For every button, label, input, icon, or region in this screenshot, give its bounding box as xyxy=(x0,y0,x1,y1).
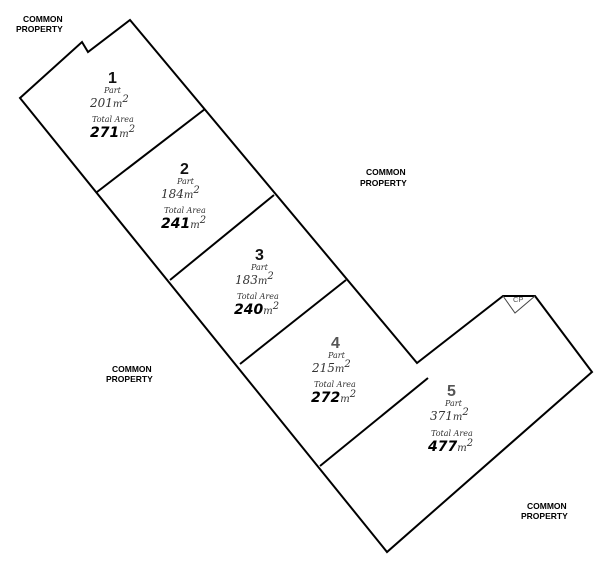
total-area-label: Total Area xyxy=(237,292,279,301)
lot-number: 4 xyxy=(331,335,340,352)
cp-box-label: CP xyxy=(513,295,523,304)
part-area: 184m2 xyxy=(161,185,200,201)
total-area: 241m2 xyxy=(161,215,206,232)
part-area: 371m2 xyxy=(430,407,469,423)
total-area: 271m2 xyxy=(90,124,135,141)
lot-5: 5 Part 371m2 Total Area 477m2 xyxy=(427,383,473,455)
lot-number: 5 xyxy=(447,383,456,400)
part-area: 215m2 xyxy=(311,359,351,375)
common-property-line1: COMMON xyxy=(23,14,63,24)
common-property-line1: COMMON xyxy=(366,167,406,177)
common-property-line1: COMMON xyxy=(527,501,567,511)
plan-boundary xyxy=(18,18,594,554)
lot-3: 3 Part 183m2 Total Area 240m2 xyxy=(234,247,279,318)
lot-2: 2 Part 184m2 Total Area 241m2 xyxy=(161,161,206,232)
divider-lot-2-3 xyxy=(169,194,275,281)
common-property-label-bottom-right: COMMON PROPERTY xyxy=(521,501,568,521)
total-area-label: Total Area xyxy=(164,206,206,215)
part-label: Part xyxy=(444,399,463,408)
total-area-label: Total Area xyxy=(431,429,473,438)
lot-number: 3 xyxy=(255,247,264,264)
divider-lot-1-2 xyxy=(96,108,206,193)
total-area-label: Total Area xyxy=(314,380,356,389)
divider-lot-4-5 xyxy=(319,377,429,467)
divider-lot-3-4 xyxy=(239,279,347,365)
cp-box xyxy=(502,295,536,314)
part-area: 183m2 xyxy=(235,271,274,287)
total-area-label: Total Area xyxy=(92,115,134,124)
lot-number: 1 xyxy=(108,70,117,87)
common-property-label-top-left: COMMON PROPERTY xyxy=(16,14,63,34)
total-area: 477m2 xyxy=(427,438,473,455)
part-area: 201m2 xyxy=(89,94,129,110)
part-label: Part xyxy=(327,351,346,360)
common-property-line2: PROPERTY xyxy=(106,374,153,384)
part-label: Part xyxy=(176,177,195,186)
common-property-line2: PROPERTY xyxy=(16,24,63,34)
lot-4: 4 Part 215m2 Total Area 272m2 xyxy=(311,335,356,406)
part-label: Part xyxy=(103,86,122,95)
total-area: 240m2 xyxy=(234,301,279,318)
common-property-label-middle-right: COMMON PROPERTY xyxy=(360,167,407,188)
common-property-line2: PROPERTY xyxy=(360,178,407,188)
lot-number: 2 xyxy=(180,161,189,178)
common-property-label-middle-left: COMMON PROPERTY xyxy=(106,364,153,384)
lot-1: 1 Part 201m2 Total Area 271m2 xyxy=(89,70,135,141)
total-area: 272m2 xyxy=(311,389,356,406)
common-property-line1: COMMON xyxy=(112,364,152,374)
part-label: Part xyxy=(250,263,269,272)
common-property-line2: PROPERTY xyxy=(521,511,568,521)
